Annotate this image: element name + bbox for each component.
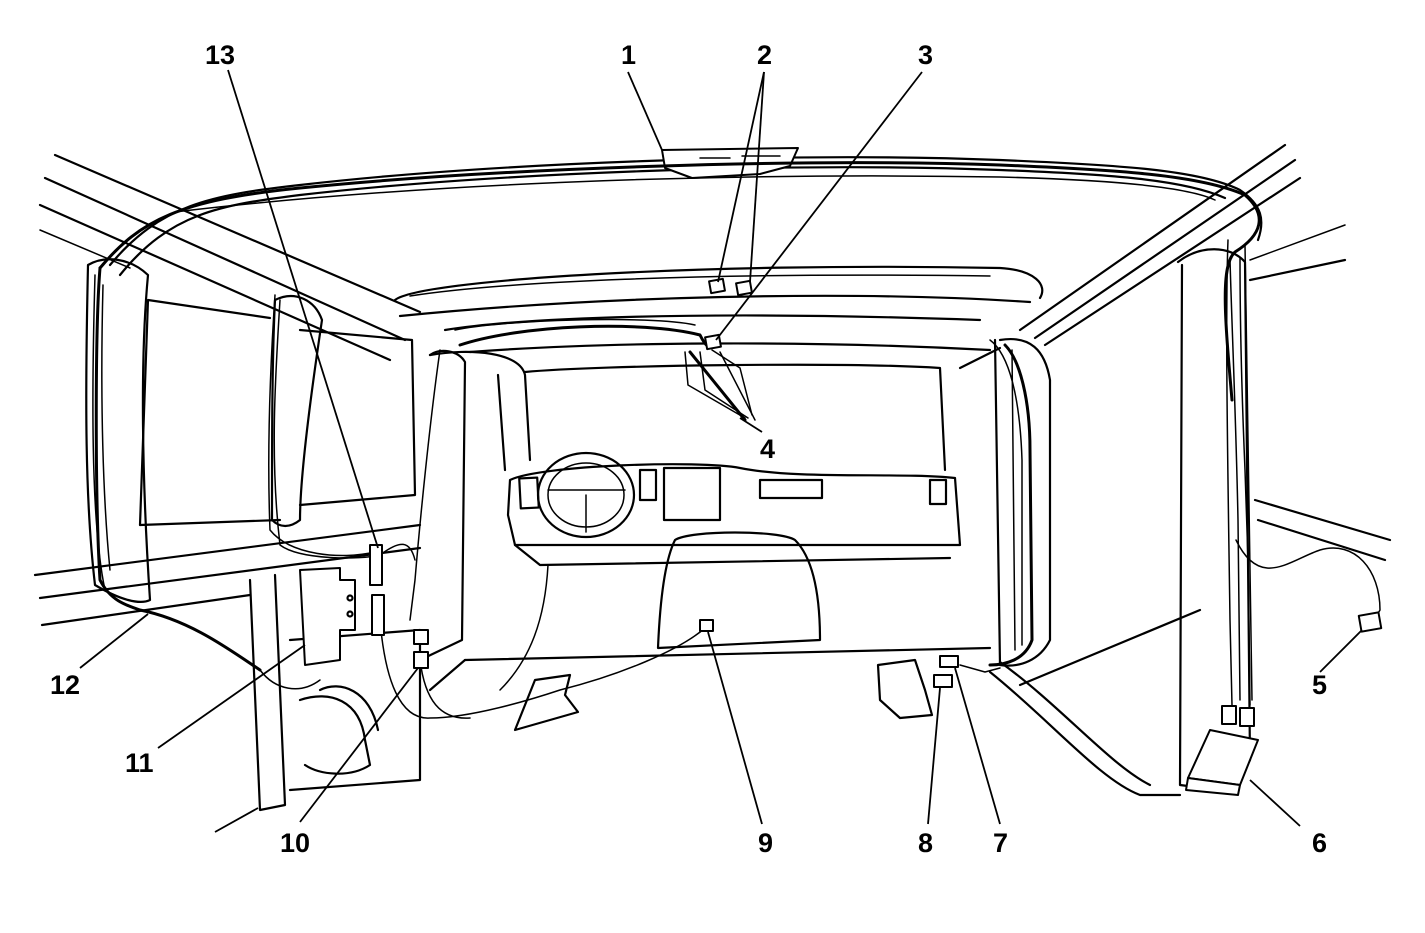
callout-3: 3 — [918, 40, 933, 70]
dashboard — [418, 346, 1002, 732]
module-11 — [299, 567, 356, 666]
connector-2a — [708, 277, 726, 295]
wiring-harness — [92, 161, 1381, 719]
leader-lines — [79, 69, 1363, 833]
callout-5: 5 — [1312, 670, 1327, 700]
callout-11: 11 — [125, 748, 154, 778]
connector-13b — [371, 594, 385, 636]
callout-1: 1 — [621, 40, 636, 70]
callout-13: 13 — [205, 40, 235, 70]
right-side-structure — [988, 143, 1392, 797]
connector-8 — [933, 674, 953, 688]
callout-labels: 1 2 3 4 5 6 7 8 9 10 11 12 13 — [50, 40, 1327, 858]
callout-7: 7 — [993, 828, 1008, 858]
connector-5 — [1357, 611, 1383, 633]
callout-10: 10 — [280, 828, 310, 858]
callout-4: 4 — [760, 434, 775, 464]
callout-9: 9 — [758, 828, 773, 858]
left-side-structure — [33, 153, 422, 812]
connector-6b — [1239, 707, 1255, 727]
connector-10b — [413, 651, 429, 669]
connector-7 — [939, 655, 959, 668]
components — [299, 277, 1383, 796]
connector-6a — [1221, 705, 1237, 725]
callout-2: 2 — [757, 40, 772, 70]
callout-12: 12 — [50, 670, 80, 700]
connector-9 — [699, 619, 714, 632]
roof-headliner — [108, 147, 1263, 354]
connector-13a — [369, 544, 383, 586]
connector-2b — [735, 279, 753, 297]
callout-6: 6 — [1312, 828, 1327, 858]
connector-10a — [413, 629, 429, 645]
callout-8: 8 — [918, 828, 933, 858]
module-6 — [1187, 729, 1259, 786]
